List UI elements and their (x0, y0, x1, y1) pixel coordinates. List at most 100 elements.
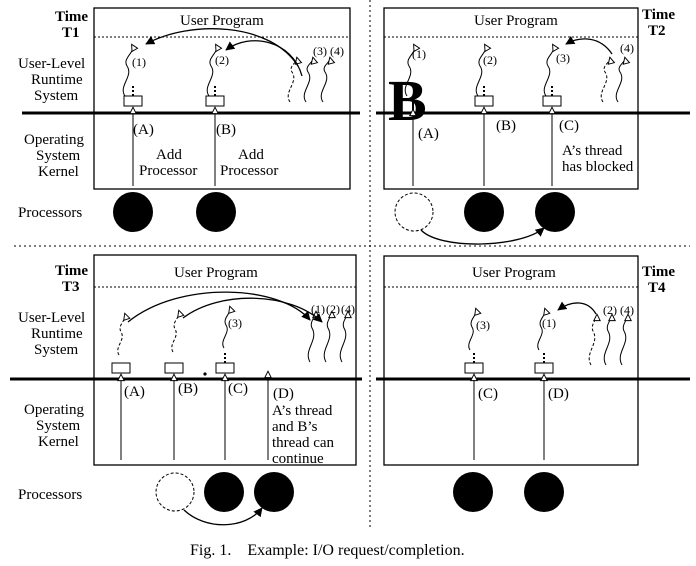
kernel-label-top-3: Kernel (38, 164, 79, 180)
thread-label-4-t2: (4) (620, 41, 634, 55)
note-line2-t3: and B’s (272, 419, 318, 435)
move-arrow-4-to-b-t1 (225, 40, 303, 77)
thread-3-t3 (222, 307, 231, 349)
activation-box-b-t3 (164, 362, 184, 374)
panel-t4: Time T4 User Program (3) (1) (2) (4) (C)… (376, 255, 690, 512)
thread-label-4-t3: (4) (341, 302, 355, 316)
note-b-line1-t1: Add (238, 147, 264, 163)
panel-t1-box (93, 7, 351, 190)
dot-marker-t3 (203, 372, 207, 376)
processor-2-t2 (464, 192, 504, 232)
thread-label-3-t2: (3) (556, 51, 570, 65)
activation-box-b-t1 (205, 95, 225, 107)
activation-box-c-t2 (542, 95, 562, 107)
time-word-t3: Time (55, 263, 88, 279)
kernel-label-bottom-1: Operating (24, 402, 84, 418)
note-a-line1-t1: Add (156, 147, 182, 163)
time-id-t2: T2 (648, 23, 666, 39)
thread-2-t3 (323, 312, 332, 363)
process-label-d-t3: (D) (273, 386, 294, 402)
thread-4-dashed-t2 (600, 58, 610, 103)
thread-4-t2 (615, 58, 625, 103)
note-line1-t2: A’s thread (562, 143, 623, 159)
thread-3-dashed-t1 (287, 58, 297, 103)
runtime-label-bottom-2: Runtime (31, 326, 83, 342)
thread-dashed-b-t3 (171, 311, 180, 353)
figure-caption: Fig. 1. Example: I/O request/completion. (190, 542, 465, 559)
kernel-label-top-1: Operating (24, 132, 84, 148)
panel-t2-box (383, 7, 639, 190)
runtime-label-top-1: User-Level (18, 56, 85, 72)
big-letter-b: B (388, 68, 427, 133)
time-word-t4: Time (642, 264, 675, 280)
panel-t4-box (383, 255, 639, 466)
processor-1-t1 (113, 192, 153, 232)
processor-move-arrow-t2 (420, 227, 545, 245)
kernel-label-top-2: System (36, 148, 81, 164)
thread-dashed-t4 (588, 315, 597, 366)
thread-4-t4 (619, 315, 628, 366)
runtime-label-bottom-1: User-Level (18, 310, 85, 326)
note-a-line2-t1: Processor (139, 163, 197, 179)
thread-2-t2 (475, 45, 486, 97)
processor-2-t1 (196, 192, 236, 232)
thread-label-2-t1: (2) (215, 53, 229, 67)
processor-1-idle-t2 (394, 192, 434, 232)
processors-label-bottom: Processors (18, 487, 82, 503)
thread-label-2-t3: (2) (326, 302, 340, 316)
thread-3-t2 (543, 45, 554, 97)
note-line1-t3: A’s thread (272, 403, 333, 419)
activation-box-c-t4 (464, 362, 484, 374)
user-program-t3: User Program (174, 265, 258, 281)
time-id-t1: T1 (62, 25, 80, 41)
thread-label-2-t2: (2) (483, 53, 497, 67)
processor-3-t2 (535, 192, 575, 232)
thread-1-t2 (404, 45, 415, 97)
process-label-c-t4: (C) (478, 386, 498, 402)
activation-box-d-t4 (534, 362, 554, 374)
note-line2-t2: has blocked (562, 159, 634, 175)
runtime-label-top-2: Runtime (31, 72, 83, 88)
move-arrow-b-t3 (182, 297, 323, 323)
thread-label-4-t1: (4) (330, 44, 344, 58)
processor-1-t4 (453, 472, 493, 512)
processors-label-top: Processors (18, 205, 82, 221)
time-word-t1: Time (55, 9, 88, 25)
process-label-a-t2: (A) (418, 126, 439, 142)
process-label-b-t3: (B) (178, 381, 198, 397)
move-arrow-a-t3 (127, 291, 311, 323)
activation-box-a-t3 (111, 362, 131, 374)
processor-1-idle-t3 (155, 472, 195, 512)
move-arrow-3-to-a-t1 (145, 28, 299, 67)
process-label-c-t3: (C) (228, 381, 248, 397)
thread-4-t1 (320, 58, 330, 103)
thread-label-3-t4: (3) (476, 318, 490, 332)
thread-label-4-t4: (4) (620, 303, 634, 317)
user-program-t2: User Program (474, 13, 558, 29)
activation-box-a-t1 (123, 95, 143, 107)
process-label-d-t4: (D) (548, 386, 569, 402)
note-b-line2-t1: Processor (220, 163, 278, 179)
time-id-t4: T4 (648, 280, 666, 296)
thread-label-3-t1: (3) (313, 44, 327, 58)
process-label-a-t1: (A) (133, 122, 154, 138)
processor-move-arrow-t3 (183, 507, 263, 526)
processor-2-t4 (524, 472, 564, 512)
processor-3-t3 (254, 472, 294, 512)
thread-2-t1 (206, 45, 217, 97)
thread-1-t1 (122, 45, 133, 97)
thread-label-1-t3: (1) (311, 302, 325, 316)
runtime-label-bottom-3: System (34, 342, 79, 358)
time-word-t2: Time (642, 7, 675, 23)
processor-2-t3 (204, 472, 244, 512)
panel-t1: Time T1 User Program (1) (2) (3) (4) (A)… (22, 7, 360, 232)
process-label-b-t1: (B) (216, 122, 236, 138)
note-line3-t3: thread can (272, 435, 335, 451)
panel-t3-box (93, 254, 357, 466)
time-id-t3: T3 (62, 279, 80, 295)
user-program-t4: User Program (472, 265, 556, 281)
panel-t3: Time T3 User Program (3) (1) (2) (4) (A)… (10, 254, 362, 526)
activation-box-b-t2 (474, 95, 494, 107)
thread-dashed-a-t3 (117, 314, 126, 356)
